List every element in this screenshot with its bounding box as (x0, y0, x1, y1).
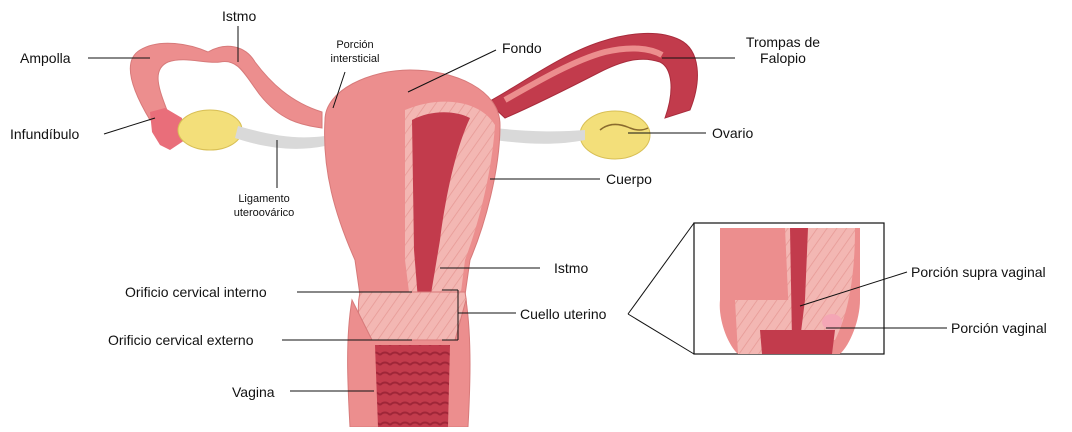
label-cuerpo: Cuerpo (606, 171, 652, 187)
label-trompas-line1: Trompas de (737, 34, 829, 50)
label-cuello-uterino: Cuello uterino (520, 306, 606, 322)
label-istmo-mid: Istmo (554, 260, 588, 276)
label-ligamento-line1: Ligamento (224, 192, 304, 206)
label-ligamento-line2: uteroovárico (224, 206, 304, 220)
label-porcion-supra-vaginal: Porción supra vaginal (911, 264, 1046, 280)
label-orificio-interno: Orificio cervical interno (125, 284, 267, 300)
right-ligament (495, 128, 585, 144)
inset-cervix-illustration (720, 228, 860, 354)
label-orificio-externo: Orificio cervical externo (108, 332, 254, 348)
left-ligament (235, 126, 325, 149)
left-ovary (178, 110, 242, 150)
label-trompas: Trompas de Falopio (737, 34, 829, 66)
label-porcion-vaginal: Porción vaginal (951, 320, 1047, 336)
label-vagina: Vagina (232, 384, 275, 400)
label-fondo: Fondo (502, 40, 542, 56)
label-trompas-line2: Falopio (737, 50, 829, 66)
label-infundibulo: Infundíbulo (10, 126, 79, 142)
label-porcion-intersticial: Porción intersticial (322, 38, 388, 66)
label-porcion-intersticial-line1: Porción (322, 38, 388, 52)
label-ligamento: Ligamento uteroovárico (224, 192, 304, 220)
label-istmo-top: Istmo (222, 8, 256, 24)
label-porcion-intersticial-line2: intersticial (322, 52, 388, 66)
right-ovary (580, 111, 650, 159)
vaginal-canal (375, 345, 450, 427)
label-ovario: Ovario (712, 125, 753, 141)
label-ampolla: Ampolla (20, 50, 71, 66)
